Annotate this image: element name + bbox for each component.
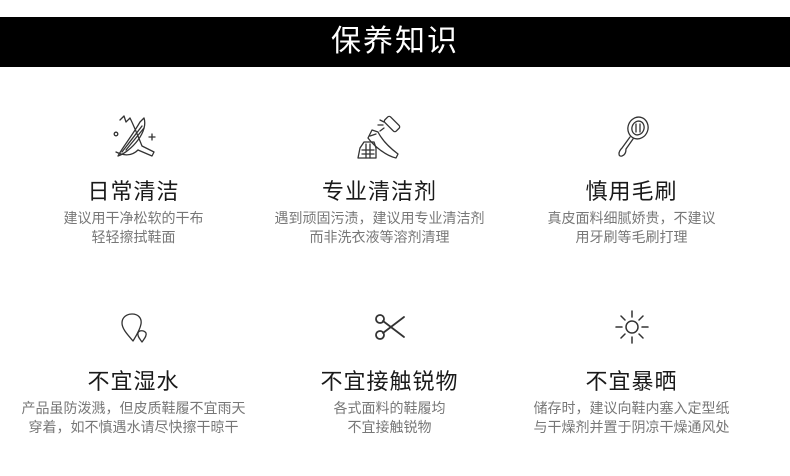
- description-line: 储存时，建议向鞋内塞入定型纸: [533, 401, 730, 417]
- brush-icon: [602, 112, 662, 162]
- care-card-avoid-sharp-objects: 不宜接触锐物 各式面料的鞋履均 不宜接触锐物: [258, 302, 521, 438]
- care-card-avoid-water: 不宜湿水 产品虽防泼溅，但皮质鞋履不宜雨天 穿着，如不慎遇水请尽快擦干晾干: [2, 302, 265, 438]
- page-title: 保养知识: [331, 24, 459, 59]
- card-description: 建议用干净松软的干布 轻轻擦拭鞋面: [64, 210, 204, 248]
- description-line: 各式面料的鞋履均: [333, 401, 446, 417]
- sun-icon: [602, 302, 662, 352]
- care-card-avoid-sun: 不宜暴晒 储存时，建议向鞋内塞入定型纸 与干燥剂并置于阴凉干燥通风处: [500, 302, 763, 438]
- care-card-daily-cleaning: 日常清洁 建议用干净松软的干布 轻轻擦拭鞋面: [2, 112, 265, 248]
- card-description: 各式面料的鞋履均 不宜接触锐物: [334, 400, 446, 438]
- description-line: 穿着，如不慎遇水请尽快擦干晾干: [28, 420, 239, 436]
- card-title: 日常清洁: [87, 180, 180, 205]
- description-line: 真皮面料细腻娇贵，不建议: [547, 211, 716, 227]
- description-line: 产品虽防泼溅，但皮质鞋履不宜雨天: [21, 401, 246, 417]
- card-description: 储存时，建议向鞋内塞入定型纸 与干燥剂并置于阴凉干燥通风处: [534, 400, 730, 438]
- care-card-careful-brush: 慎用毛刷 真皮面料细腻娇贵，不建议 用牙刷等毛刷打理: [500, 112, 763, 248]
- card-title: 不宜暴晒: [585, 370, 678, 395]
- header-banner: 保养知识: [0, 17, 790, 67]
- description-line: 建议用干净松软的干布: [63, 211, 204, 227]
- description-line: 遇到顽固污渍，建议用专业清洁剂: [274, 211, 485, 227]
- description-line: 而非洗衣液等溶剂清理: [309, 230, 450, 246]
- care-card-professional-cleaner: 专业清洁剂 遇到顽固污渍，建议用专业清洁剂 而非洗衣液等溶剂清理: [248, 112, 511, 248]
- card-description: 遇到顽固污渍，建议用专业清洁剂 而非洗衣液等溶剂清理: [275, 210, 485, 248]
- card-title: 专业清洁剂: [321, 180, 437, 205]
- description-line: 与干燥剂并置于阴凉干燥通风处: [533, 420, 730, 436]
- shoe-wipe-icon: [104, 112, 164, 162]
- spray-cleaner-icon: [350, 112, 410, 162]
- water-drops-icon: [104, 302, 164, 352]
- card-description: 产品虽防泼溅，但皮质鞋履不宜雨天 穿着，如不慎遇水请尽快擦干晾干: [22, 400, 246, 438]
- card-title: 不宜湿水: [87, 370, 180, 395]
- description-line: 轻轻擦拭鞋面: [91, 230, 176, 246]
- card-description: 真皮面料细腻娇贵，不建议 用牙刷等毛刷打理: [548, 210, 716, 248]
- scissors-icon: [360, 302, 420, 352]
- card-title: 不宜接触锐物: [320, 370, 459, 395]
- description-line: 用牙刷等毛刷打理: [575, 230, 688, 246]
- description-line: 不宜接触锐物: [347, 420, 432, 436]
- card-title: 慎用毛刷: [585, 180, 678, 205]
